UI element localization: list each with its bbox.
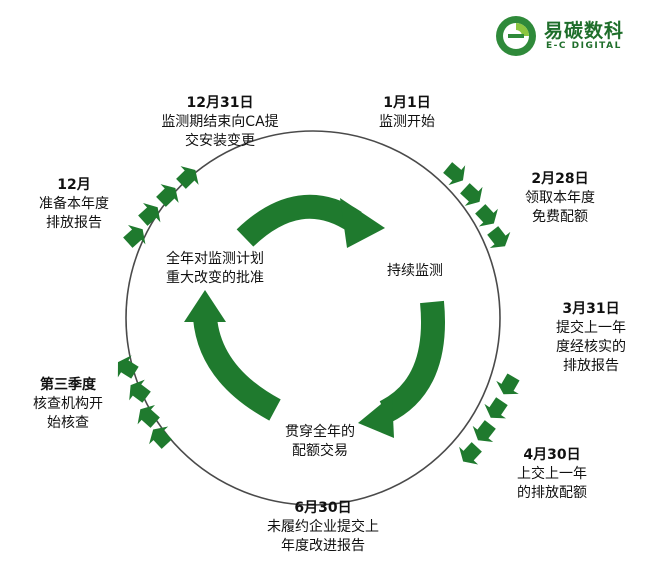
event-apr30-date: 4月30日	[523, 447, 581, 463]
arrow-top-head	[340, 198, 385, 248]
event-feb28: 2月28日 领取本年度 免费配额	[505, 170, 615, 227]
event-apr30-line-2: 的排放配额	[517, 485, 587, 501]
arrow-left-curve	[193, 316, 281, 421]
arrow-top-curve	[236, 194, 362, 247]
logo: 易碳数科 E-C DIGITAL	[494, 14, 644, 58]
arrow-right-head	[358, 395, 394, 438]
center-bottom-line-2: 配额交易	[292, 443, 348, 459]
event-jun30-line-1: 未履约企业提交上	[267, 519, 379, 535]
center-left-line-1: 全年对监测计划	[166, 251, 264, 267]
chevron-arrow-icon	[492, 370, 525, 401]
center-left-label: 全年对监测计划 重大改变的批准	[150, 250, 280, 288]
event-feb28-line-1: 领取本年度	[525, 190, 595, 206]
event-dec31-date: 12月31日	[186, 95, 254, 111]
center-right-text: 持续监测	[387, 263, 443, 279]
event-dec31: 12月31日 监测期结束向CA提 交安装变更	[135, 94, 305, 151]
event-jun30-line-2: 年度改进报告	[281, 538, 365, 554]
arrow-left-head	[184, 290, 226, 322]
cycle-circle	[125, 130, 501, 506]
center-right-label: 持续监测	[375, 262, 455, 281]
event-dec-line-2: 排放报告	[46, 215, 102, 231]
logo-title: 易碳数科	[544, 20, 625, 42]
event-mar31-line-2: 度经核实的	[556, 339, 626, 355]
center-bottom-label: 贯穿全年的 配额交易	[270, 423, 370, 461]
event-q3-line-2: 始核查	[47, 415, 89, 431]
center-bottom-line-1: 贯穿全年的	[285, 424, 355, 440]
chevron-arrow-icon	[171, 160, 205, 194]
logo-subtitle: E-C DIGITAL	[546, 41, 622, 51]
event-mar31-line-3: 排放报告	[563, 358, 619, 374]
event-jan1-date: 1月1日	[383, 95, 431, 111]
event-dec-date: 12月	[57, 177, 91, 193]
event-dec31-line-1: 监测期结束向CA提	[161, 114, 279, 130]
event-mar31-date: 3月31日	[562, 301, 620, 317]
event-mar31: 3月31日 提交上一年 度经核实的 排放报告	[536, 300, 646, 376]
event-mar31-line-1: 提交上一年	[556, 320, 626, 336]
event-jun30: 6月30日 未履约企业提交上 年度改进报告	[238, 499, 408, 556]
arrow-right-curve	[379, 300, 445, 423]
event-jan1: 1月1日 监测开始	[362, 94, 452, 132]
event-dec-line-1: 准备本年度	[39, 196, 109, 212]
chevron-arrow-icon	[122, 374, 155, 408]
center-left-line-2: 重大改变的批准	[166, 270, 264, 286]
event-q3: 第三季度 核查机构开 始核查	[18, 376, 118, 433]
event-dec: 12月 准备本年度 排放报告	[24, 176, 124, 233]
chevron-arrow-icon	[453, 438, 487, 471]
event-apr30-line-1: 上交上一年	[517, 466, 587, 482]
chevron-arrow-icon	[151, 178, 185, 212]
event-feb28-line-2: 免费配额	[532, 209, 588, 225]
event-jan1-line-1: 监测开始	[379, 114, 435, 130]
event-feb28-date: 2月28日	[531, 171, 589, 187]
event-q3-date: 第三季度	[40, 377, 96, 393]
event-dec31-line-2: 交安装变更	[185, 133, 255, 149]
event-apr30: 4月30日 上交上一年 的排放配额	[497, 446, 607, 503]
event-q3-line-1: 核查机构开	[33, 396, 103, 412]
event-jun30-date: 6月30日	[294, 500, 352, 516]
logo-mark-icon	[496, 16, 536, 56]
